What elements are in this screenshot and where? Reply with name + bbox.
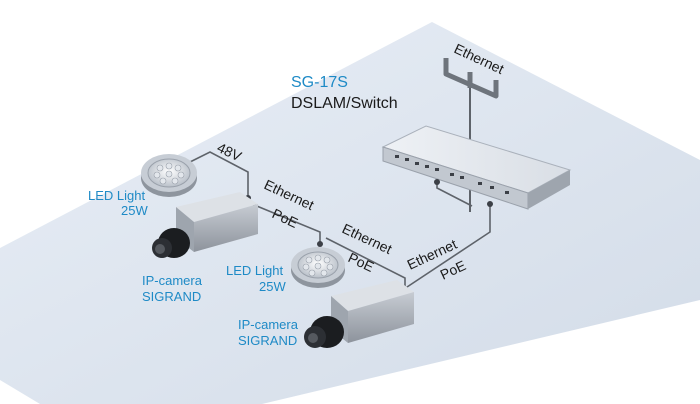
cam1-brand-label: SIGRAND (142, 289, 201, 304)
switch-desc-label: DSLAM/Switch (291, 95, 398, 112)
led1-name-label: LED Light (88, 188, 145, 203)
ip-camera-1 (152, 192, 258, 258)
cam2-brand-label: SIGRAND (238, 333, 297, 348)
led-light-1 (141, 154, 197, 197)
switch-model-label: SG-17S (291, 74, 348, 91)
led2-name-label: LED Light (226, 263, 283, 278)
led-light-2 (291, 247, 345, 288)
ip-camera-2 (304, 280, 414, 348)
switch-sg17s (381, 125, 572, 210)
led1-power-label: 25W (121, 203, 148, 218)
led2-power-label: 25W (259, 279, 286, 294)
cam1-name-label: IP-camera (142, 273, 203, 288)
floor-plane (0, 22, 700, 404)
cam2-name-label: IP-camera (238, 317, 299, 332)
